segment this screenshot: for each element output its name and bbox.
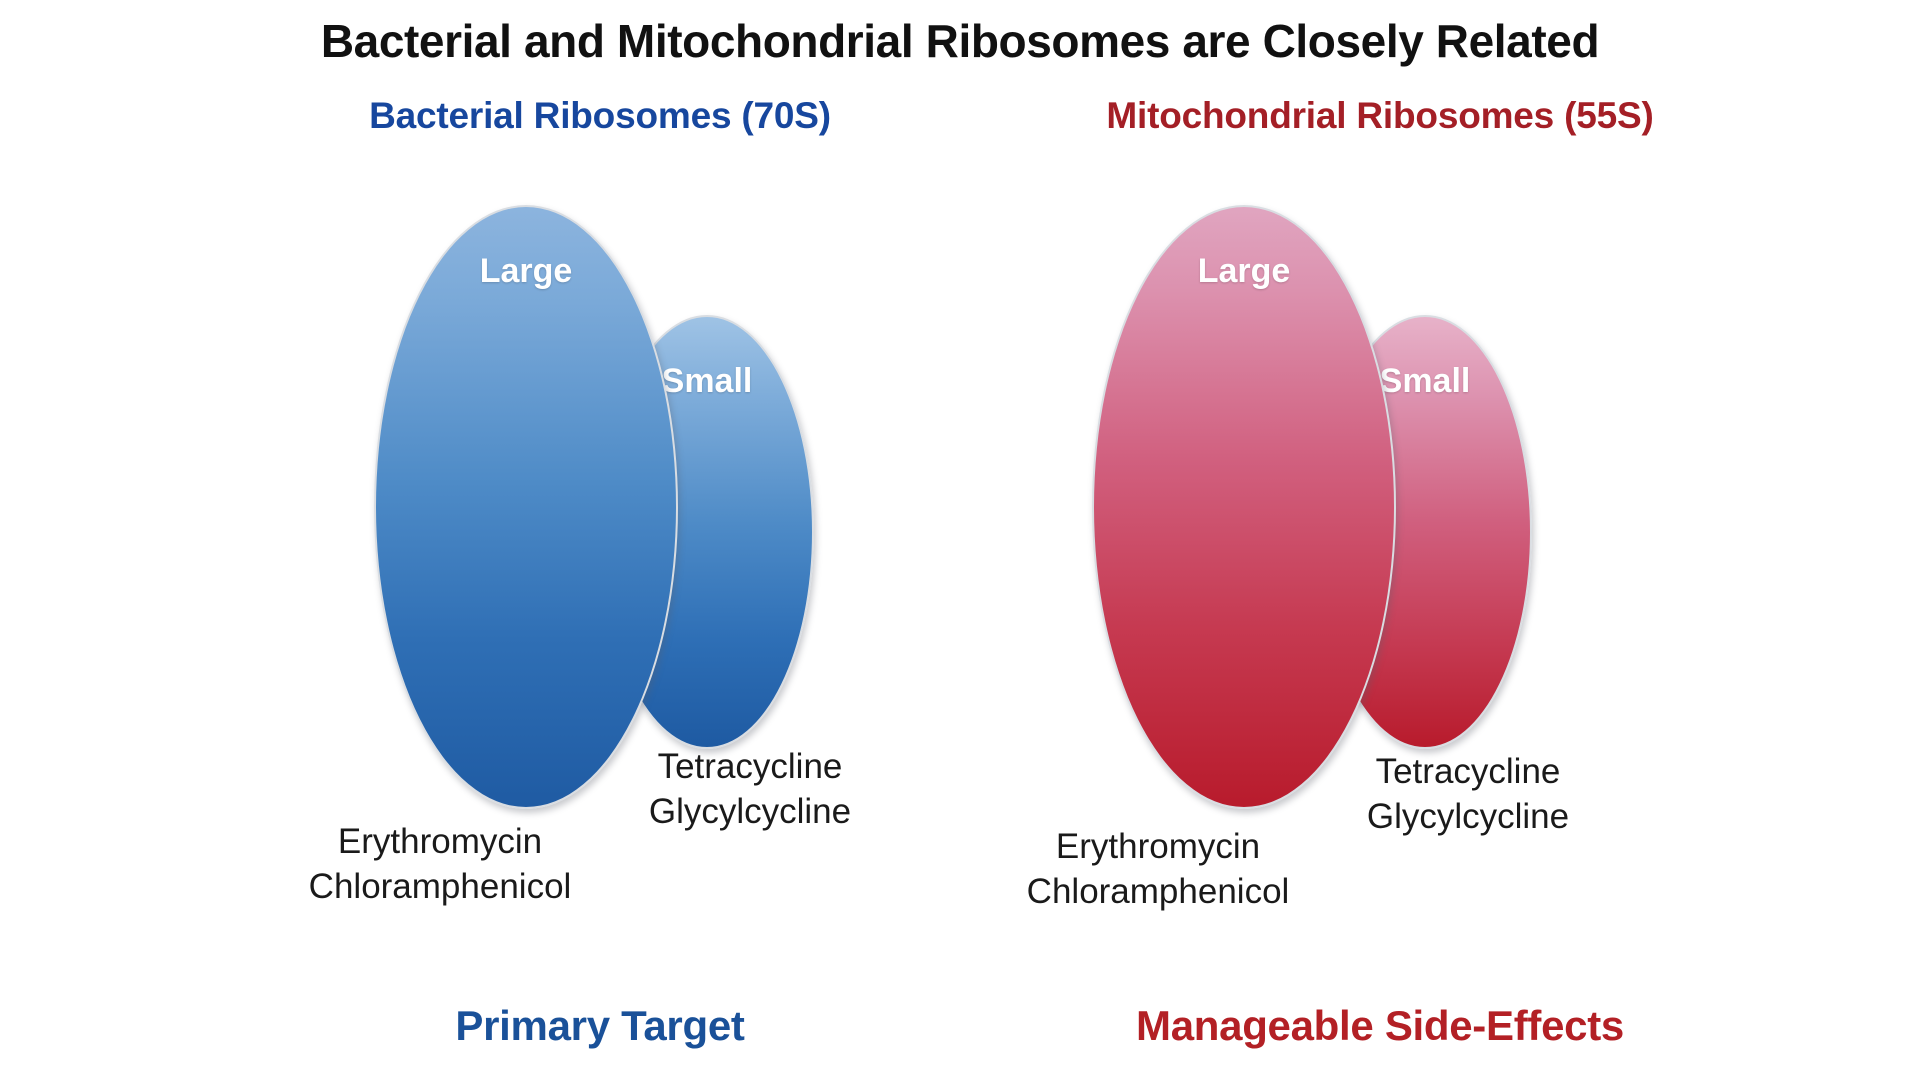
mitochondrial-large-subunit-ellipse: Large: [1092, 205, 1396, 809]
panel-heading-bacterial: Bacterial Ribosomes (70S): [369, 95, 831, 136]
panel-footer-mitochondrial: Manageable Side-Effects: [1136, 1002, 1624, 1049]
bacterial-small-subunit-label: Small: [661, 362, 753, 400]
drug-name: Tetracycline: [657, 747, 843, 786]
drug-name: Tetracycline: [1375, 752, 1561, 791]
page-title: Bacterial and Mitochondrial Ribosomes ar…: [320, 15, 1600, 67]
drug-name: Erythromycin: [1055, 827, 1261, 866]
bacterial-large-subunit-label: Large: [479, 252, 573, 290]
mitochondrial-large-subunit-drugs: Erythromycin Chloramphenicol: [908, 825, 1408, 915]
drug-name: Erythromycin: [337, 822, 543, 861]
panel-heading-mitochondrial: Mitochondrial Ribosomes (55S): [1106, 95, 1654, 136]
bacterial-large-subunit-drugs: Erythromycin Chloramphenicol: [190, 820, 690, 910]
drug-name: Chloramphenicol: [308, 866, 572, 906]
panel-footer-bacterial: Primary Target: [455, 1002, 745, 1049]
drug-name: Glycylcycline: [648, 791, 852, 831]
mitochondrial-small-subunit-drugs: Tetracycline Glycylcycline: [1258, 750, 1678, 840]
bacterial-large-subunit-ellipse: Large: [374, 205, 678, 809]
drug-name: Glycylcycline: [1366, 796, 1570, 836]
mitochondrial-large-subunit-label: Large: [1197, 252, 1291, 290]
mitochondrial-small-subunit-label: Small: [1379, 362, 1471, 400]
bacterial-small-subunit-drugs: Tetracycline Glycylcycline: [540, 745, 960, 835]
drug-name: Chloramphenicol: [1026, 871, 1290, 911]
